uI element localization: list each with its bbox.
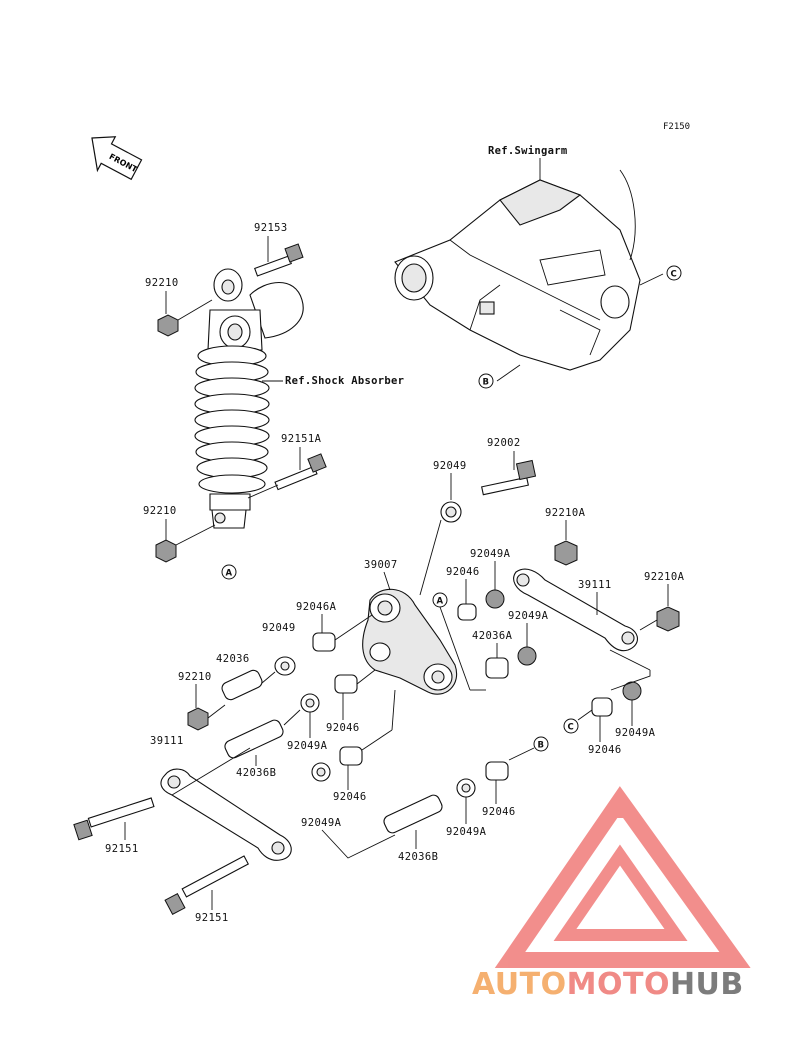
front-arrow-icon: FRONT [91,136,143,181]
bolt-92153 [254,243,304,277]
label-92210A-2: 92210A [644,571,685,583]
bushing-92046-1 [457,603,477,621]
ref-swingarm-label: Ref.Swingarm [488,145,567,157]
ref-shock-label: Ref.Shock Absorber [285,375,404,387]
link-rod-39111-right [513,568,638,652]
sleeve-42036B-2 [383,794,443,834]
sleeve-42036 [221,669,263,701]
label-92002: 92002 [487,437,521,449]
bolt-92151-1 [73,797,155,841]
svg-text:A: A [437,597,444,607]
label-92210-low: 92210 [178,671,212,683]
label-39111-left: 39111 [150,735,184,747]
label-92046-5: 92046 [482,806,516,818]
label-92046A: 92046A [296,601,337,613]
svg-text:B: B [483,378,489,388]
label-92049A-1: 92049A [470,548,511,560]
nut-92210-low [187,707,209,731]
bushing-92046-2 [334,674,358,694]
bushing-92046-4 [591,697,613,717]
label-92210A-1: 92210A [545,507,586,519]
marker-b-top: B [478,373,494,389]
label-39111-right: 39111 [578,579,612,591]
bolt-92002 [481,459,537,496]
nut-92210-mid [155,539,177,563]
rocker-39007 [362,588,458,695]
svg-text:A: A [226,569,233,579]
label-92210-mid: 92210 [143,505,177,517]
label-92046-3: 92046 [333,791,367,803]
label-92046-2: 92046 [326,722,360,734]
marker-c-top: C [666,265,682,281]
svg-text:B: B [538,741,544,751]
shock-absorber-drawing [194,268,304,529]
label-92049-left: 92049 [262,622,296,634]
sleeve-42036B-1 [224,719,284,759]
label-92210-top: 92210 [145,277,179,289]
svg-text:C: C [568,723,574,733]
label-92049-top: 92049 [433,460,467,472]
label-92153: 92153 [254,222,288,234]
label-42036B-2: 42036B [398,851,438,863]
swingarm-drawing [394,158,664,382]
nut-92210-top [157,314,179,337]
automotohub-logo [494,786,751,968]
label-92151A: 92151A [281,433,322,445]
label-92046-1: 92046 [446,566,480,578]
label-39007: 39007 [364,559,398,571]
nut-92210A-1 [554,540,578,566]
label-92049A-5: 92049A [446,826,487,838]
marker-b-bottom: B [533,736,549,752]
bushing-92046A [312,632,336,652]
watermark-auto: AUTO [472,967,567,1002]
marker-a-left: A [221,564,237,580]
washer-92049A-1 [485,589,505,609]
watermark-hub: HUB [670,967,744,1002]
figure-id: F2150 [663,122,690,132]
label-92049A-2: 92049A [508,610,549,622]
label-42036A: 42036A [472,630,513,642]
label-92151-2: 92151 [195,912,229,924]
label-42036: 42036 [216,653,250,665]
bushing-92046-3 [339,746,363,766]
washer-92049A-2 [517,646,537,666]
nut-92210A-2 [656,606,680,632]
label-92046-4: 92046 [588,744,622,756]
label-42036B-1: 42036B [236,767,276,779]
watermark-text: AUTOMOTOHUB [472,967,744,1002]
bushing-92046-5 [485,761,509,781]
label-92151-1: 92151 [105,843,139,855]
label-92049A-4: 92049A [615,727,656,739]
sleeve-42036A [485,657,509,679]
bolt-92151A [274,453,327,491]
link-rod-39111-left [160,768,292,861]
svg-text:C: C [671,270,677,280]
bolt-92151-2 [164,855,249,916]
watermark-moto: MOTO [567,967,670,1002]
label-92049A-3: 92049A [287,740,328,752]
label-92049A-6: 92049A [301,817,342,829]
marker-c-bottom: C [563,718,579,734]
marker-a-center: A [432,592,448,608]
